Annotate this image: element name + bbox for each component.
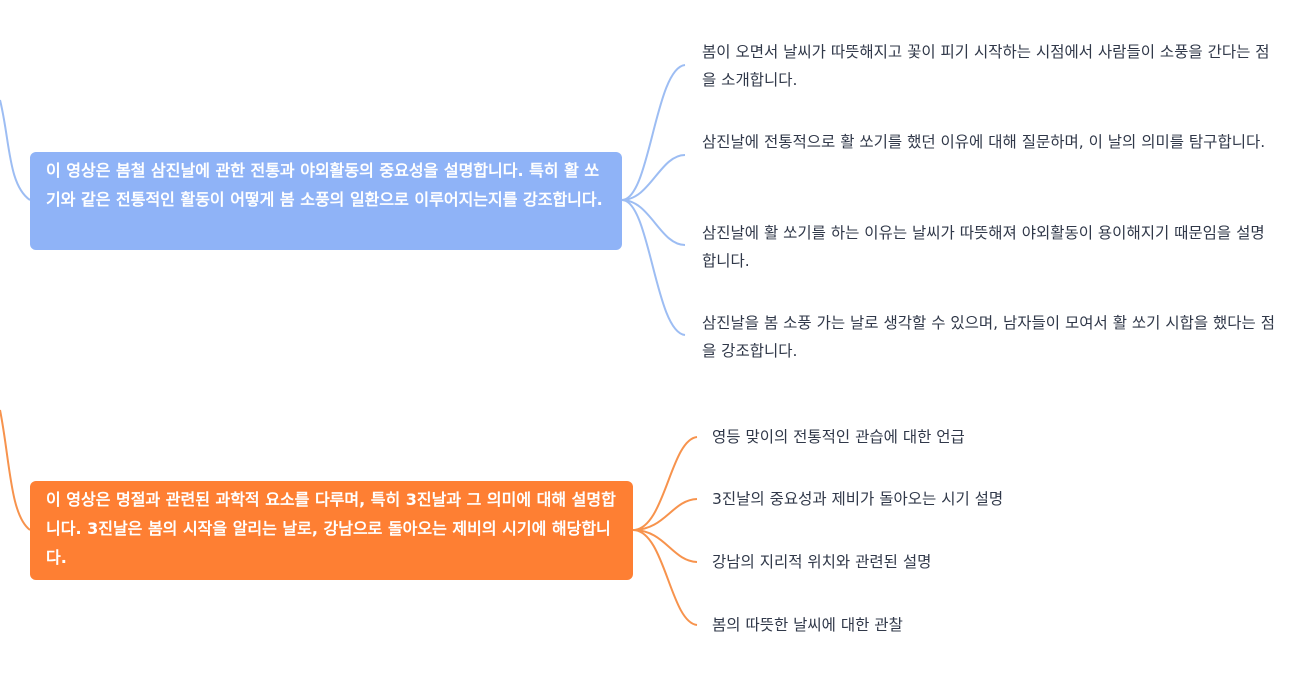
- connector-branch-2-leaf-2: [632, 498, 698, 531]
- leaf-1-2-text: 삼진날에 전통적으로 활 쏘기를 했던 이유에 대해 질문하며, 이 날의 의미…: [702, 133, 1266, 151]
- connector-root-to-branch-1: [0, 99, 31, 201]
- leaf-2-3-text: 강남의 지리적 위치와 관련된 설명: [712, 553, 932, 571]
- connector-branch-1-leaf-3: [621, 199, 686, 246]
- connector-branch-2-leaf-3: [632, 529, 698, 563]
- leaf-2-4-text: 봄의 따뜻한 날씨에 대한 관찰: [712, 616, 903, 634]
- leaf-2-2-text: 3진날의 중요성과 제비가 돌아오는 시기 설명: [712, 490, 1004, 508]
- leaf-1-2[interactable]: 삼진날에 전통적으로 활 쏘기를 했던 이유에 대해 질문하며, 이 날의 의미…: [702, 128, 1277, 156]
- connector-branch-2-leaf-1: [632, 436, 698, 531]
- leaf-2-2[interactable]: 3진날의 중요성과 제비가 돌아오는 시기 설명: [712, 485, 1272, 513]
- branch-node-1-text: 이 영상은 봄철 삼진날에 관한 전통과 야외활동의 중요성을 설명합니다. 특…: [46, 161, 603, 209]
- branch-node-2[interactable]: 이 영상은 명절과 관련된 과학적 요소를 다루며, 특히 3진날과 그 의미에…: [30, 481, 633, 580]
- leaf-1-4-text: 삼진날을 봄 소풍 가는 날로 생각할 수 있으며, 남자들이 모여서 활 쏘기…: [702, 314, 1276, 360]
- connector-branch-1-leaf-1: [621, 64, 686, 201]
- leaf-2-4[interactable]: 봄의 따뜻한 날씨에 대한 관찰: [712, 611, 1272, 639]
- connector-branch-2-leaf-4: [632, 529, 698, 626]
- leaf-1-3[interactable]: 삼진날에 활 쏘기를 하는 이유는 날씨가 따뜻해져 야외활동이 용이해지기 때…: [702, 219, 1277, 275]
- leaf-1-3-text: 삼진날에 활 쏘기를 하는 이유는 날씨가 따뜻해져 야외활동이 용이해지기 때…: [702, 224, 1265, 270]
- connector-branch-1-leaf-4: [621, 199, 686, 336]
- connector-root-to-branch-2: [0, 409, 31, 531]
- leaf-2-1[interactable]: 영등 맞이의 전통적인 관습에 대한 언급: [712, 423, 1272, 451]
- connector-branch-1-leaf-2: [621, 154, 686, 201]
- branch-node-1[interactable]: 이 영상은 봄철 삼진날에 관한 전통과 야외활동의 중요성을 설명합니다. 특…: [30, 152, 622, 250]
- leaf-1-1-text: 봄이 오면서 날씨가 따뜻해지고 꽃이 피기 시작하는 시점에서 사람들이 소풍…: [702, 43, 1270, 89]
- leaf-1-4[interactable]: 삼진날을 봄 소풍 가는 날로 생각할 수 있으며, 남자들이 모여서 활 쏘기…: [702, 309, 1277, 365]
- leaf-2-3[interactable]: 강남의 지리적 위치와 관련된 설명: [712, 548, 1272, 576]
- branch-node-2-text: 이 영상은 명절과 관련된 과학적 요소를 다루며, 특히 3진날과 그 의미에…: [46, 490, 616, 567]
- leaf-1-1[interactable]: 봄이 오면서 날씨가 따뜻해지고 꽃이 피기 시작하는 시점에서 사람들이 소풍…: [702, 38, 1277, 94]
- leaf-2-1-text: 영등 맞이의 전통적인 관습에 대한 언급: [712, 428, 965, 446]
